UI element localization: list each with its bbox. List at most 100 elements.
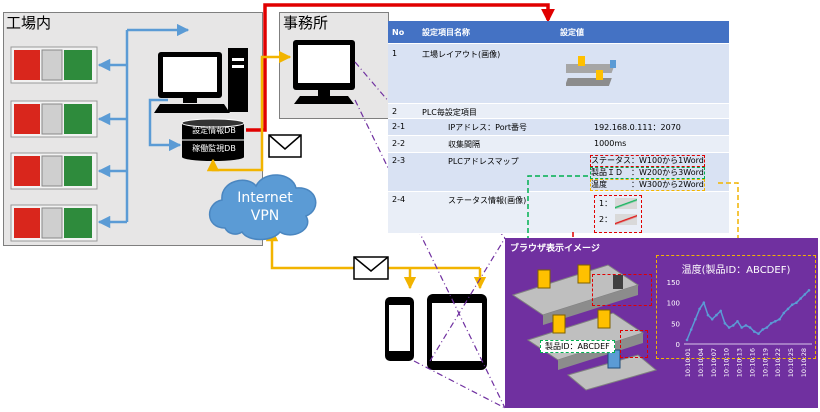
cloud-label-vpn: VPN (250, 208, 280, 224)
status-green-icon (614, 198, 637, 209)
status-item-label: 1： (599, 199, 613, 208)
data-links (206, 50, 487, 290)
plc-rack-3 (10, 152, 98, 190)
data-point (803, 293, 807, 296)
chart-title: 温度(製品ID：ABCDEF) (681, 265, 791, 276)
header-name: 設定項目名称 (418, 21, 556, 44)
row-value (556, 103, 729, 119)
display-guides (354, 61, 506, 409)
factory-3d-view (511, 264, 658, 391)
operation-db-label: 稼働監視DB (192, 144, 236, 153)
data-point (736, 320, 739, 323)
y-tick-label: 100 (667, 300, 680, 308)
status-highlight-box (592, 274, 652, 306)
x-tick-label: 10:10:25 (787, 348, 795, 377)
x-tick-label: 10:10:28 (800, 348, 808, 377)
row-value: 1000ms (556, 135, 729, 153)
product-id-label: 製品ID：ABCDEF (540, 340, 615, 353)
data-point (698, 307, 701, 311)
data-point (702, 301, 706, 304)
series-line (686, 289, 810, 341)
status-image-cell: 1： 2： (556, 191, 729, 234)
browser-preview-title: ブラウザ表示イメージ (510, 244, 600, 254)
row-no: 2-2 (388, 135, 418, 153)
row-no: 1 (388, 43, 418, 104)
row-name: PLC毎設定項目 (418, 103, 556, 119)
data-point (774, 320, 777, 323)
x-tick-label: 10:10:22 (774, 348, 782, 377)
data-point (786, 307, 790, 311)
data-point (694, 317, 697, 321)
temperature-chart-frame (656, 255, 816, 359)
row-name: ステータス情報(画像) (418, 191, 556, 234)
x-tick-label: 10:10:16 (748, 348, 756, 377)
table-row: 2-3 PLCアドレスマップ ステータス：W100から1Word 製品ＩＤ ：W… (388, 152, 729, 192)
address-map-line: 製品ＩＤ ：W200から3Word (590, 167, 705, 179)
plc-rack-1 (10, 46, 98, 84)
data-point (782, 311, 786, 315)
header-value: 設定値 (556, 21, 729, 44)
table-row: 2-1 IPアドレス：Port番号 192.168.0.111：2070 (388, 118, 729, 136)
table-row: 2 PLC毎設定項目 (388, 103, 729, 119)
row-no: 2-4 (388, 191, 418, 234)
settings-table: No 設定項目名称 設定値 1 工場レイアウト(画像) 2 PLC毎設定項目 2… (388, 21, 729, 234)
plc-links (97, 23, 190, 229)
data-point (727, 326, 731, 329)
data-point (753, 330, 756, 333)
data-point (757, 332, 760, 335)
data-point (765, 326, 769, 329)
data-point (715, 313, 718, 317)
row-no: 2-3 (388, 152, 418, 192)
office-title: 事務所 (283, 14, 329, 32)
row-name: 工場レイアウト(画像) (418, 43, 556, 104)
status-image-box: 1： 2： (594, 195, 642, 233)
data-point (748, 326, 752, 329)
data-point (719, 309, 722, 313)
y-tick-label: 50 (671, 320, 680, 328)
y-tick-label: 150 (667, 279, 680, 287)
data-point (685, 338, 689, 342)
row-value (556, 43, 729, 104)
data-point (744, 324, 748, 327)
x-tick-label: 10:10:19 (761, 348, 769, 377)
y-tick-label: 0 (676, 341, 680, 349)
table-row: 1 工場レイアウト(画像) (388, 43, 729, 104)
row-name: 収集間隔 (418, 135, 556, 153)
data-point (723, 322, 727, 325)
x-tick-label: 10:10:04 (697, 348, 705, 377)
plc-rack-4 (10, 204, 98, 242)
x-tick-label: 10:10:10 (723, 348, 731, 377)
data-point (740, 326, 743, 329)
row-value: 192.168.0.111：2070 (556, 118, 729, 136)
table-row: 2-4 ステータス情報(画像) 1： 2： (388, 191, 729, 234)
header-no: No (388, 21, 418, 44)
data-point (706, 313, 710, 317)
data-point (761, 328, 764, 331)
data-point (790, 303, 794, 306)
server-pc-icon (154, 48, 248, 113)
factory-title: 工場内 (6, 14, 52, 32)
status-item: 2： (599, 214, 637, 230)
row-name: IPアドレス：Port番号 (418, 118, 556, 136)
status-item-label: 2： (599, 215, 613, 224)
data-point (799, 297, 802, 300)
address-map-cell: ステータス：W100から1Word 製品ＩＤ ：W200から3Word 温度 ：… (556, 152, 729, 192)
cloud-icon (208, 174, 317, 241)
x-tick-label: 10:10:07 (710, 348, 718, 377)
status-highlight-box (620, 330, 648, 358)
plc-rack-2 (10, 100, 98, 138)
table-header-row: No 設定項目名称 設定値 (388, 21, 729, 44)
mail-icon (353, 256, 389, 280)
data-point (769, 322, 773, 325)
row-no: 2-1 (388, 118, 418, 136)
settings-db-label: 設定情報DB (192, 126, 236, 135)
status-item: 1： (599, 198, 637, 214)
row-name: PLCアドレスマップ (418, 152, 556, 192)
smartphone-icon (385, 297, 414, 361)
table-row: 2-2 収集間隔 1000ms (388, 135, 729, 153)
x-tick-label: 10:10:13 (736, 348, 744, 377)
cloud-label-internet: Internet (237, 190, 293, 206)
data-point (795, 301, 798, 304)
